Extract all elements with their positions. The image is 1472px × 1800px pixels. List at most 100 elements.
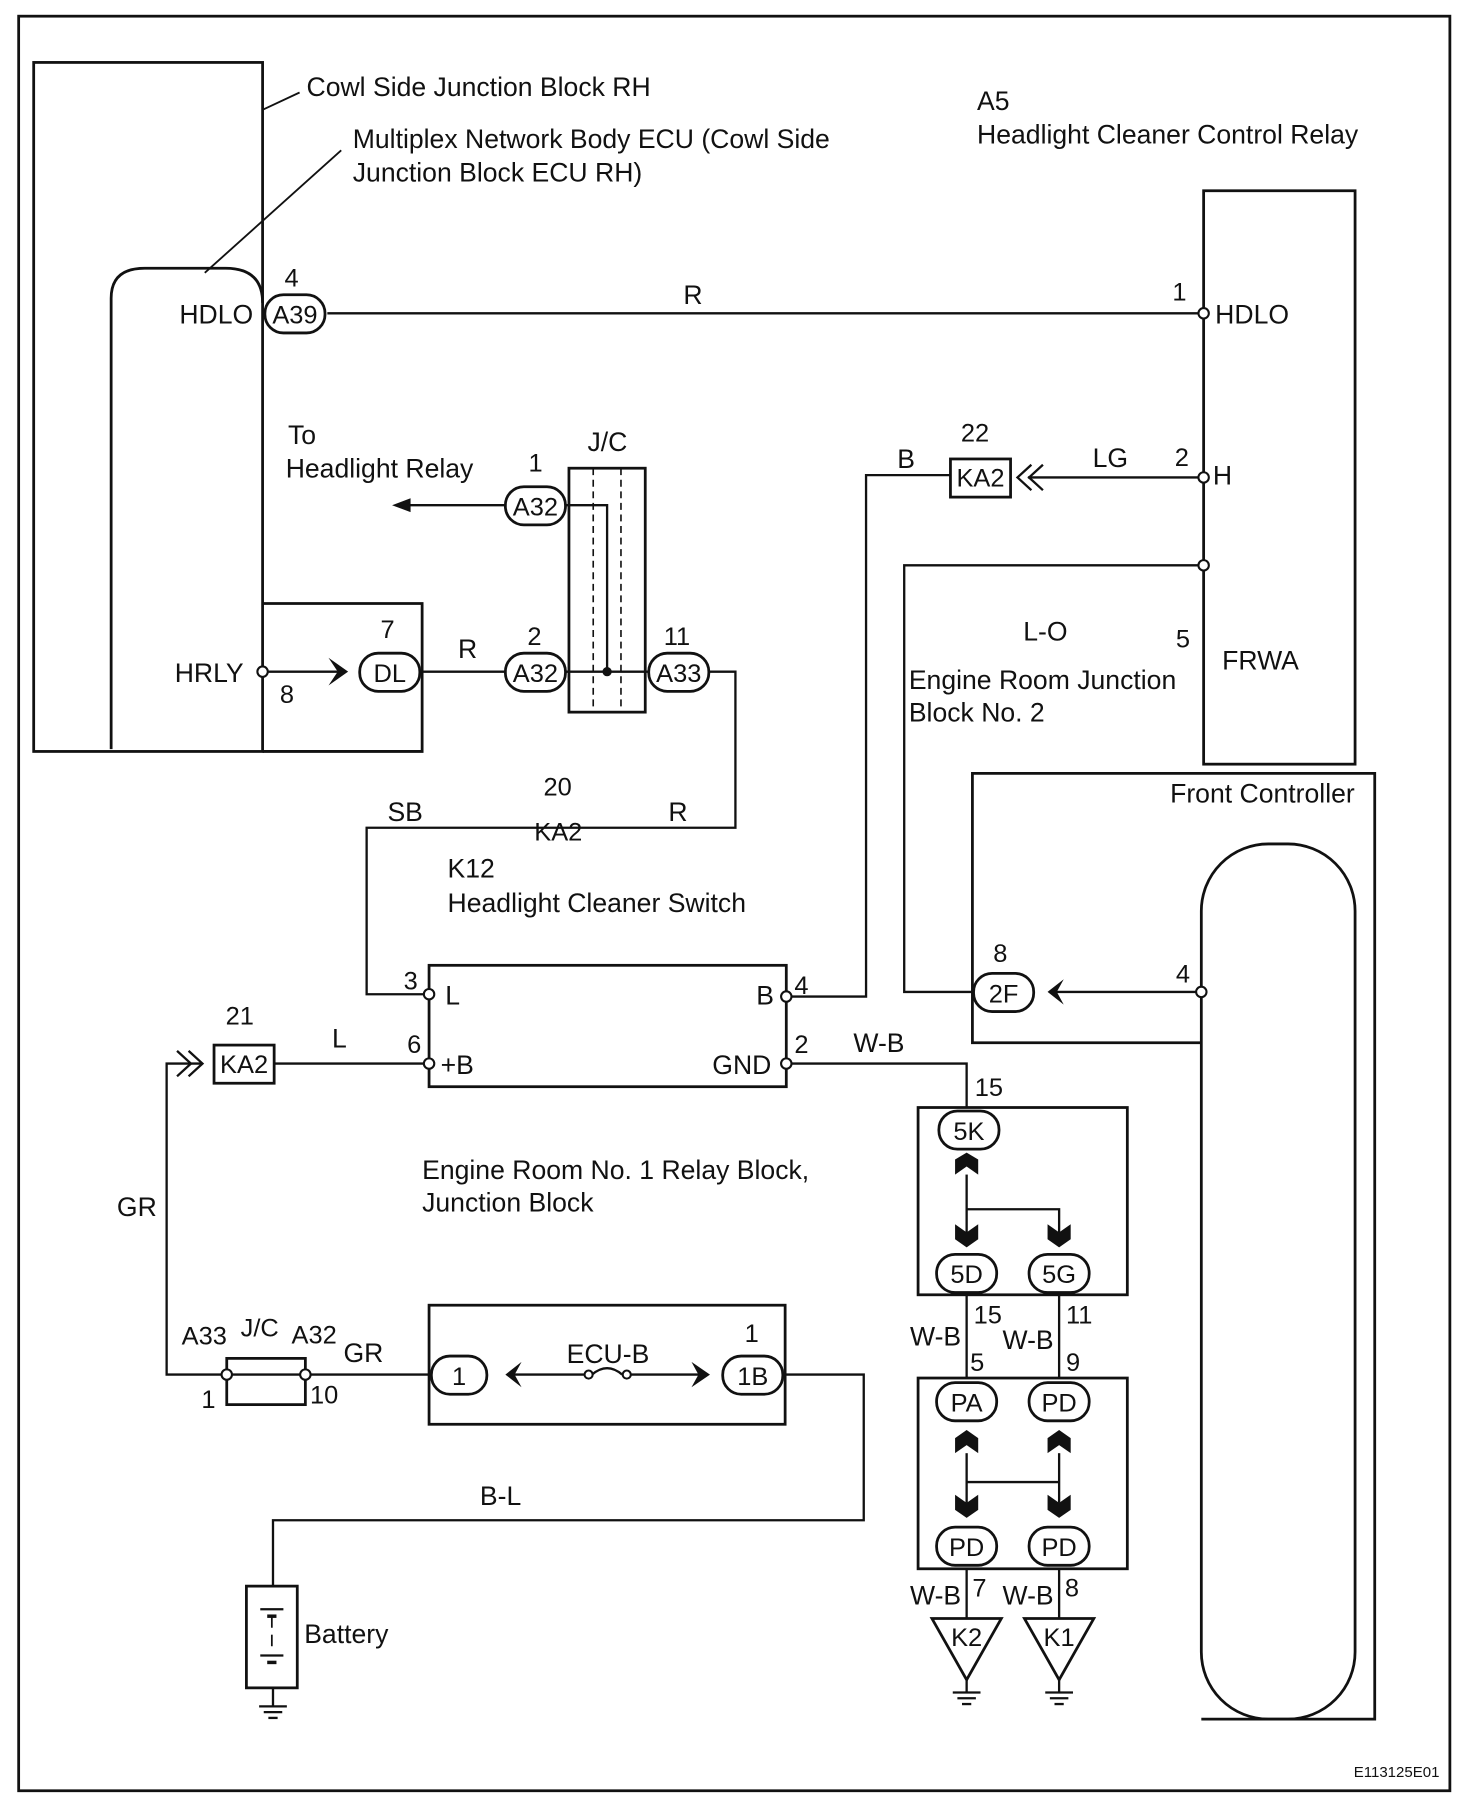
chevron-pd-3-down — [1047, 1494, 1071, 1518]
fuse-term-right — [621, 1369, 632, 1380]
hrly-sub-box — [262, 602, 424, 753]
connector-1b — [721, 1354, 785, 1396]
wire-color-sb: SB — [387, 797, 422, 827]
figure-code: E113125E01 — [1354, 1764, 1440, 1781]
wire-color-wb-8: W-B — [1002, 1581, 1053, 1611]
wire-color-wb-11: W-B — [1002, 1325, 1053, 1355]
terminal-sw-gnd — [780, 1057, 793, 1070]
ground-k2-label: K2 — [951, 1624, 982, 1652]
chevron-pd-2-down — [955, 1494, 979, 1518]
pin-1-hdlo: 1 — [1172, 279, 1186, 307]
connector-pd-2-label: PD — [949, 1534, 984, 1562]
erjb-label-2: Block No. 2 — [909, 697, 1045, 727]
chevron-5d — [955, 1224, 979, 1248]
connector-5g — [1027, 1252, 1091, 1294]
headlight-cleaner-switch — [427, 963, 788, 1089]
wire-gr — [165, 1062, 225, 1376]
pin-7-k2: 7 — [972, 1575, 986, 1603]
connector-pd-3 — [1027, 1525, 1091, 1567]
jc-a32-label: A32 — [291, 1321, 336, 1349]
fuse-term-left — [583, 1369, 594, 1380]
connector-a39 — [263, 293, 327, 335]
connector-ka2-21 — [212, 1043, 276, 1085]
connector-2f — [972, 972, 1036, 1013]
jc-label: J/C — [587, 427, 627, 457]
battery-ground-icon — [259, 1705, 287, 1720]
wire-jc-internal — [565, 504, 609, 672]
connector-1-label: 1 — [452, 1363, 466, 1391]
pin-1-a32: 1 — [528, 450, 542, 478]
wire-5-block-h — [966, 1208, 1061, 1237]
pin-5-pa: 5 — [970, 1349, 984, 1377]
hdlo-relay-terminal: HDLO — [1215, 300, 1289, 330]
pin-8-2f: 8 — [993, 940, 1007, 968]
connector-ka2-22 — [949, 457, 1012, 499]
front-controller-box — [971, 772, 1377, 1721]
engine-room-relay-block — [427, 1303, 787, 1426]
relay-name: Headlight Cleaner Control Relay — [977, 119, 1359, 149]
wire-color-wb-15: W-B — [910, 1322, 961, 1352]
arrow-to-headlight-relay — [392, 498, 411, 513]
pin-3: 3 — [404, 968, 418, 996]
connector-ka2-22-label: KA2 — [956, 465, 1004, 493]
pin-8-hrly: 8 — [280, 681, 294, 709]
wire-color-gr-jc: GR — [344, 1338, 384, 1368]
wire-color-r-a33: R — [668, 797, 687, 827]
pin-11-a33: 11 — [664, 623, 690, 651]
pin-4-a39: 4 — [285, 265, 299, 293]
connector-pd-1-label: PD — [1041, 1390, 1076, 1418]
pin-7-dl: 7 — [381, 616, 395, 644]
ground-icon-k1 — [1045, 1679, 1073, 1706]
connector-5g-label: 5G — [1042, 1261, 1076, 1289]
pin-1-jc: 1 — [201, 1386, 215, 1414]
ecu-leader-line — [204, 149, 342, 274]
front-controller-label: Front Controller — [1170, 778, 1355, 808]
terminal-frwa — [1197, 559, 1210, 572]
wire-b-l — [271, 1373, 865, 1587]
wire-color-b-l: B-L — [480, 1481, 521, 1511]
wire-color-lg: LG — [1093, 443, 1128, 473]
wire-w-b-gnd — [790, 1062, 968, 1108]
pin-2-h: 2 — [1175, 444, 1189, 472]
pin-22: 22 — [961, 420, 989, 448]
body-ecu-label-1: Multiplex Network Body ECU (Cowl Side — [353, 124, 830, 154]
battery-cells — [260, 1608, 284, 1665]
frwa-terminal: FRWA — [1222, 645, 1299, 675]
wire-color-wb-7: W-B — [910, 1581, 961, 1611]
chevron-pa-up — [955, 1430, 979, 1454]
sw-plus-b-terminal: +B — [441, 1050, 474, 1080]
wire-color-gr-left: GR — [117, 1192, 157, 1222]
connector-a33-label: A33 — [656, 660, 701, 688]
terminal-h — [1197, 471, 1210, 484]
connector-5k-label: 5K — [953, 1118, 984, 1146]
connector-a32-1-label: A32 — [513, 494, 558, 522]
wire-r-a33 — [365, 670, 737, 996]
junction-block-5 — [916, 1106, 1129, 1297]
connector-pd-3-label: PD — [1041, 1534, 1076, 1562]
connector-1 — [429, 1354, 489, 1396]
sw-l-terminal: L — [445, 981, 460, 1011]
pin-1-1b: 1 — [745, 1320, 759, 1348]
jc-splice-dot — [602, 667, 612, 677]
wire-l-o — [903, 564, 1200, 994]
body-ecu-label-2: Junction Block ECU RH) — [353, 158, 643, 188]
er-relay-label-2: Junction Block — [422, 1188, 594, 1218]
chevron-5k-down — [955, 1152, 979, 1175]
chevron-1b — [691, 1361, 710, 1388]
wire-color-r-top: R — [683, 280, 702, 310]
connector-pa — [935, 1381, 999, 1423]
to-headlight-relay-1: To — [288, 420, 316, 450]
wire-color-l: L — [332, 1023, 347, 1053]
pin-4-fc: 4 — [1176, 961, 1190, 989]
ground-icon-k2 — [952, 1679, 981, 1706]
ground-k1-label: K1 — [1044, 1624, 1075, 1652]
pin-8-k1: 8 — [1065, 1575, 1079, 1603]
pin-2-gnd: 2 — [794, 1031, 808, 1059]
pin-5-frwa: 5 — [1176, 625, 1190, 653]
connector-dl-label: DL — [374, 660, 406, 688]
hrly-terminal: HRLY — [175, 658, 244, 688]
jc-small-label: J/C — [241, 1314, 279, 1342]
fuse-label: ECU-B — [567, 1339, 650, 1369]
connector-pd-1 — [1027, 1381, 1091, 1423]
